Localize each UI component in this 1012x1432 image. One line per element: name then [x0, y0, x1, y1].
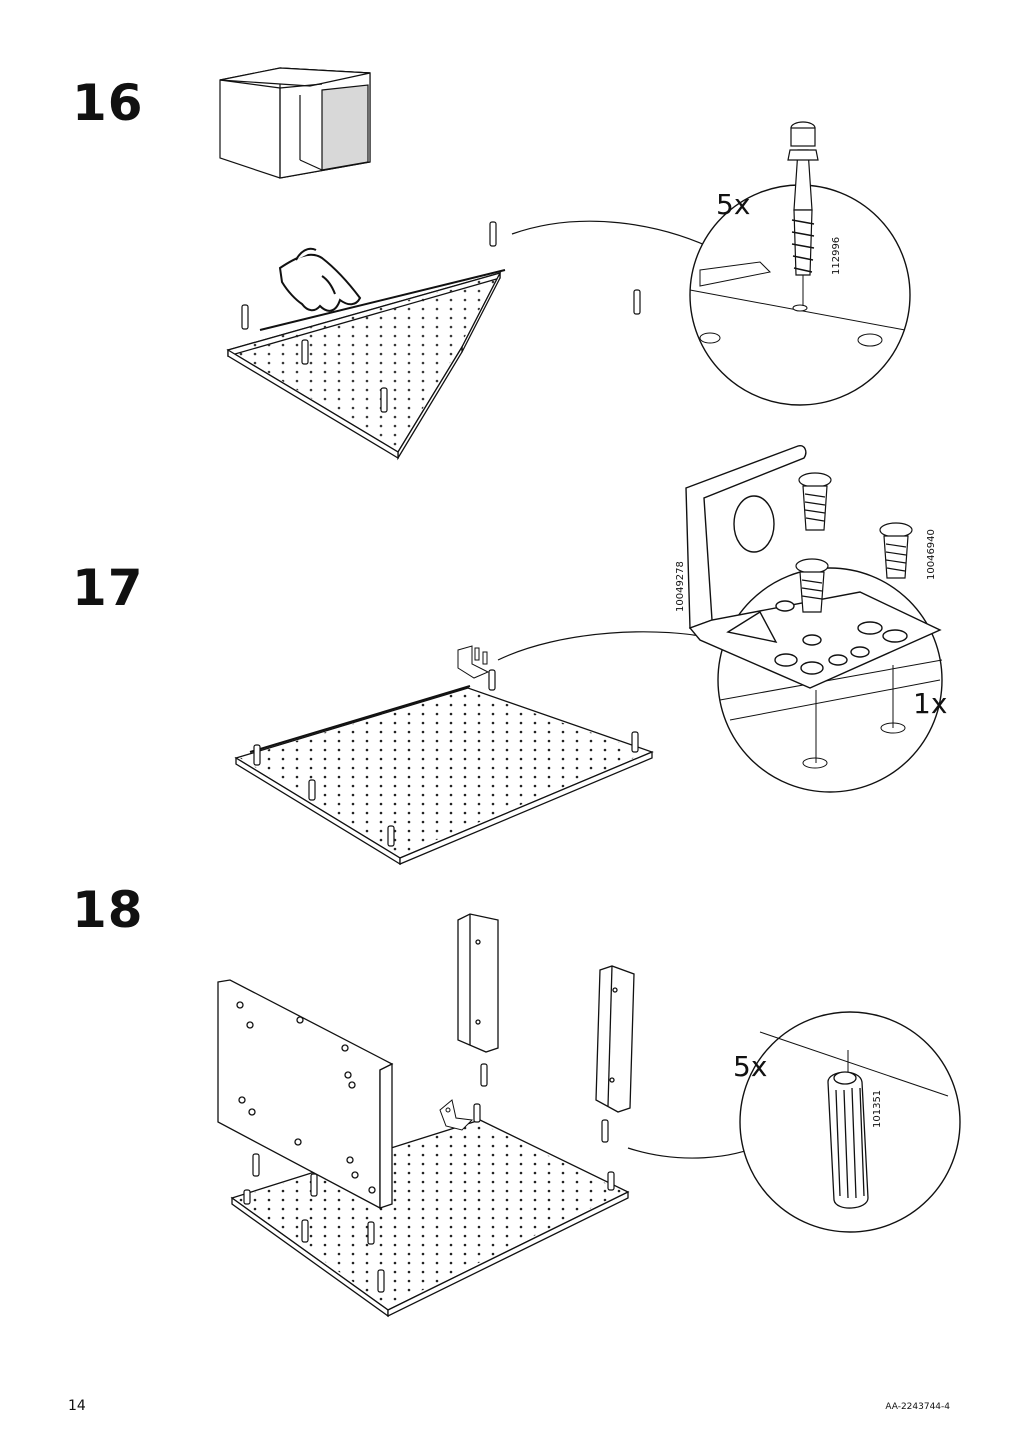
step-16-quantity: 5x — [716, 188, 750, 221]
step-18-rail-right — [595, 965, 635, 1113]
cam-lock-screw-icon — [787, 121, 819, 306]
step-18-number: 18 — [72, 881, 144, 939]
step-17-number: 17 — [72, 559, 144, 617]
cabinet-thumbnail — [219, 67, 371, 179]
step-17-callout-line — [497, 631, 721, 661]
step-17-part-number-bracket: 10049278 — [675, 561, 686, 612]
step-18-dowels — [243, 1063, 615, 1293]
step-17-part-number-screw: 10046940 — [926, 529, 937, 580]
step-18-callout-line — [627, 1144, 761, 1159]
step-17-panel — [234, 685, 654, 866]
hand-pointer-icon — [278, 247, 362, 312]
wooden-dowel-icon — [827, 1050, 869, 1209]
step-16-detail-circle — [689, 184, 911, 406]
step-18-quantity: 5x — [733, 1050, 767, 1083]
step-18-part-number: 101351 — [872, 1090, 883, 1128]
corner-bracket-icon — [685, 445, 942, 689]
step-17-screws — [795, 472, 913, 613]
step-16-number: 16 — [72, 74, 144, 132]
step-18-side-panel — [217, 979, 394, 1210]
document-id: AA-2243744-4 — [885, 1402, 950, 1412]
step-16-panel — [226, 269, 506, 461]
step-17-quantity: 1x — [913, 687, 947, 720]
step-18-rail-left — [457, 913, 499, 1053]
step-16-dowels — [241, 221, 641, 413]
step-18-bracket — [439, 1099, 474, 1131]
step-16-callout-line — [511, 220, 721, 253]
step-17-bracket-small — [457, 645, 490, 679]
step-17-dowels — [253, 669, 639, 847]
page-number: 14 — [68, 1398, 86, 1414]
step-16-part-number: 112996 — [831, 237, 842, 275]
